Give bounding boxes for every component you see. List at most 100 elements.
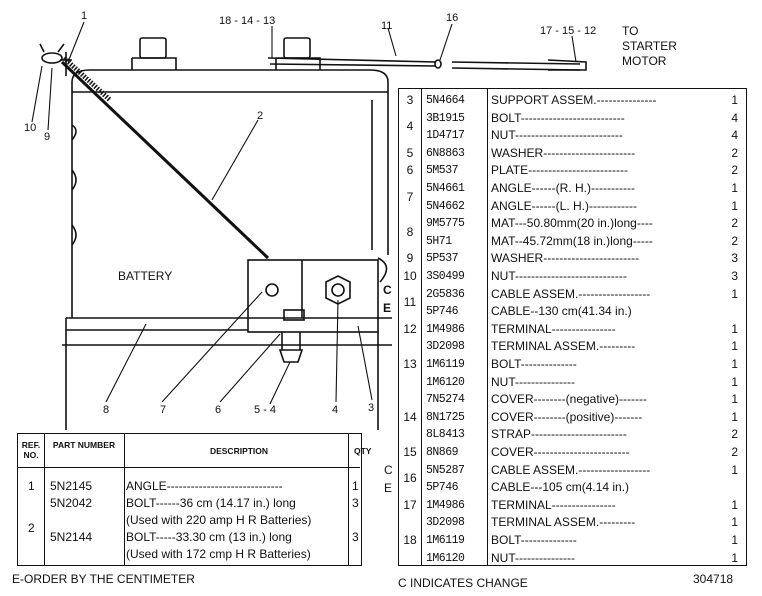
battery-cap-bases [131, 57, 321, 70]
callout-18-14-13: 18 - 14 - 13 [219, 15, 276, 27]
part-number-cell: 5P537 [426, 252, 459, 266]
qty-cell: 1 [731, 515, 738, 530]
callout-16: 16 [446, 12, 459, 24]
leader-3 [357, 325, 373, 401]
qty-cell: 1 [731, 357, 738, 371]
description-cell: CABLE ASSEM.------------------ [491, 286, 651, 301]
ref-cell: 3 [406, 93, 414, 107]
description-cell: PLATE------------------------- [491, 163, 629, 178]
footer-drawing-number: 304718 [693, 572, 734, 586]
ref-cell: 9 [406, 251, 414, 266]
part-number-cell: 8L8413 [426, 428, 465, 442]
description-cell: COVER--------(positive)------- [491, 409, 643, 424]
part-number-cell: 1M6119 [426, 534, 465, 547]
description-cell: TERMINAL ASSEM.--------- [491, 339, 636, 354]
description-cell: BOLT-------------- [491, 357, 577, 371]
ref-cell: 6 [406, 163, 414, 178]
qty-cell: 2 [731, 233, 738, 248]
leader-16 [439, 23, 453, 61]
cable-17 [451, 61, 581, 71]
description-cell: CABLE---105 cm(4.14 in.) [491, 480, 630, 495]
leader-8 [105, 323, 147, 403]
part-number-cell: 5P746 [426, 305, 459, 319]
group-ref-18: 18 [403, 533, 417, 547]
part-number-cell: 8N1725 [426, 410, 465, 424]
part-number-cell: 1M6119 [426, 358, 465, 371]
group-ref-7: 7 [406, 189, 414, 204]
leader-6 [219, 333, 281, 403]
part-number-cell: 2G5836 [426, 287, 465, 301]
description-cell: COVER--------(negative)------- [491, 392, 647, 407]
qty-cell: 1 [731, 93, 738, 107]
qty-cell: 3 [731, 251, 738, 266]
callout-10: 10 [24, 122, 37, 134]
part-number-cell: 7N5274 [426, 393, 465, 407]
ref-cell: 17 [403, 497, 417, 512]
qty-cell: 4 [731, 110, 738, 125]
callout-7: 7 [160, 404, 167, 416]
column-divider-part [487, 89, 488, 565]
description-cell: TERMINAL---------------- [491, 497, 616, 512]
leader-4 [335, 299, 339, 403]
group-ref-8: 8 [406, 225, 414, 239]
leader-7 [161, 291, 263, 403]
support-plate [247, 259, 379, 333]
plate-washer [283, 309, 305, 321]
group-ref-11: 11 [403, 295, 417, 310]
leader-1 [67, 21, 85, 63]
to-starter-motor-line-3: MOTOR [622, 54, 667, 68]
leader-17-15-12 [571, 35, 577, 63]
part-cell: 5N2144 [50, 530, 93, 544]
footer-order-note: E-ORDER BY THE CENTIMETER [12, 572, 195, 586]
callout-17-15-12: 17 - 15 - 12 [540, 25, 597, 37]
description-cell: (Used with 220 amp H R Batteries) [126, 513, 312, 527]
to-starter-motor-label: TO STARTER MOTOR [622, 24, 677, 69]
battery-cap-2 [283, 37, 311, 59]
ltable-divider-part [124, 434, 125, 565]
description-cell: ANGLE------(L. H.)------------ [491, 198, 637, 213]
qty-cell: 2 [731, 163, 738, 178]
description-cell: STRAP------------------------ [491, 427, 627, 442]
callout-6: 6 [215, 404, 222, 416]
part-number-cell: 5H71 [426, 234, 452, 248]
description-cell: ANGLE----------------------------- [126, 479, 283, 493]
callout-9: 9 [44, 131, 51, 143]
ref-cell: 1 [28, 479, 35, 493]
tie-rod [60, 60, 270, 260]
callout-11: 11 [381, 20, 393, 32]
qty-cell: 4 [731, 128, 738, 143]
battery-rib-2 [71, 124, 77, 141]
description-cell: BOLT-----33.30 cm (13 in.) long [126, 530, 292, 544]
part-number-cell: 5M537 [426, 164, 459, 178]
callout-2: 2 [257, 110, 264, 122]
plate-hole [265, 283, 279, 297]
callout-1: 1 [81, 10, 88, 22]
qty-cell: 1 [731, 409, 738, 424]
plate-nut-center [331, 283, 345, 297]
description-cell: TERMINAL---------------- [491, 321, 616, 336]
callout-3: 3 [368, 402, 375, 414]
qty-cell: 1 [731, 339, 738, 354]
tie-rod-thread [62, 56, 112, 102]
bottom-bolt [278, 332, 304, 363]
frame-side [62, 318, 392, 430]
leader-9 [47, 67, 53, 131]
description-cell: ANGLE------(R. H.)----------- [491, 181, 635, 195]
angle-bracket [60, 52, 72, 76]
qty-cell: 2 [731, 445, 738, 459]
part-number-cell: 5N5287 [426, 463, 465, 477]
header-description: DESCRIPTION [124, 434, 354, 468]
leader-5-4 [269, 361, 291, 405]
description-cell: NUT---------------------------- [491, 269, 627, 283]
